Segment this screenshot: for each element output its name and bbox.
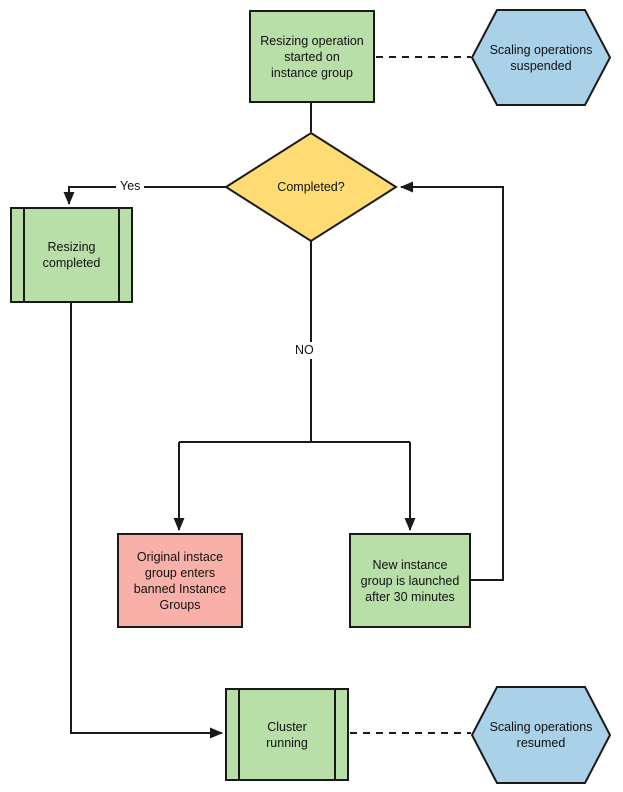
predefined-process-bar-icon xyxy=(118,209,120,301)
predefined-process-bar-icon xyxy=(238,690,240,779)
node-resizing-started: Resizing operation started on instance g… xyxy=(249,10,375,103)
decision-completed-shape xyxy=(224,131,398,243)
connector-resizing-to-cluster xyxy=(70,303,223,739)
predefined-process-bar-icon xyxy=(23,209,25,301)
node-banned-group: Original instace group enters banned Ins… xyxy=(117,533,243,628)
node-resizing-started-label: Resizing operation started on instance g… xyxy=(260,33,364,80)
predefined-process-bar-icon xyxy=(334,690,336,779)
node-cluster-running-label: Cluster running xyxy=(266,719,308,750)
node-resizing-completed-label: Resizing completed xyxy=(42,240,101,270)
node-new-group-label: New instance group is launched after 30 … xyxy=(360,557,460,604)
hexagon-resumed-shape xyxy=(470,686,612,784)
edge-label-no: NO xyxy=(291,342,318,359)
edge-label-yes: Yes xyxy=(116,178,145,195)
node-banned-group-label: Original instace group enters banned Ins… xyxy=(133,549,227,612)
node-resizing-completed: Resizing completed xyxy=(10,207,133,303)
hexagon-suspended-shape xyxy=(470,9,612,106)
connector-completed-yes-to-resizing xyxy=(63,186,226,205)
node-new-group: New instance group is launched after 30 … xyxy=(349,533,471,628)
node-cluster-running: Cluster running xyxy=(225,688,349,781)
connector-new-group-to-completed xyxy=(400,181,504,581)
